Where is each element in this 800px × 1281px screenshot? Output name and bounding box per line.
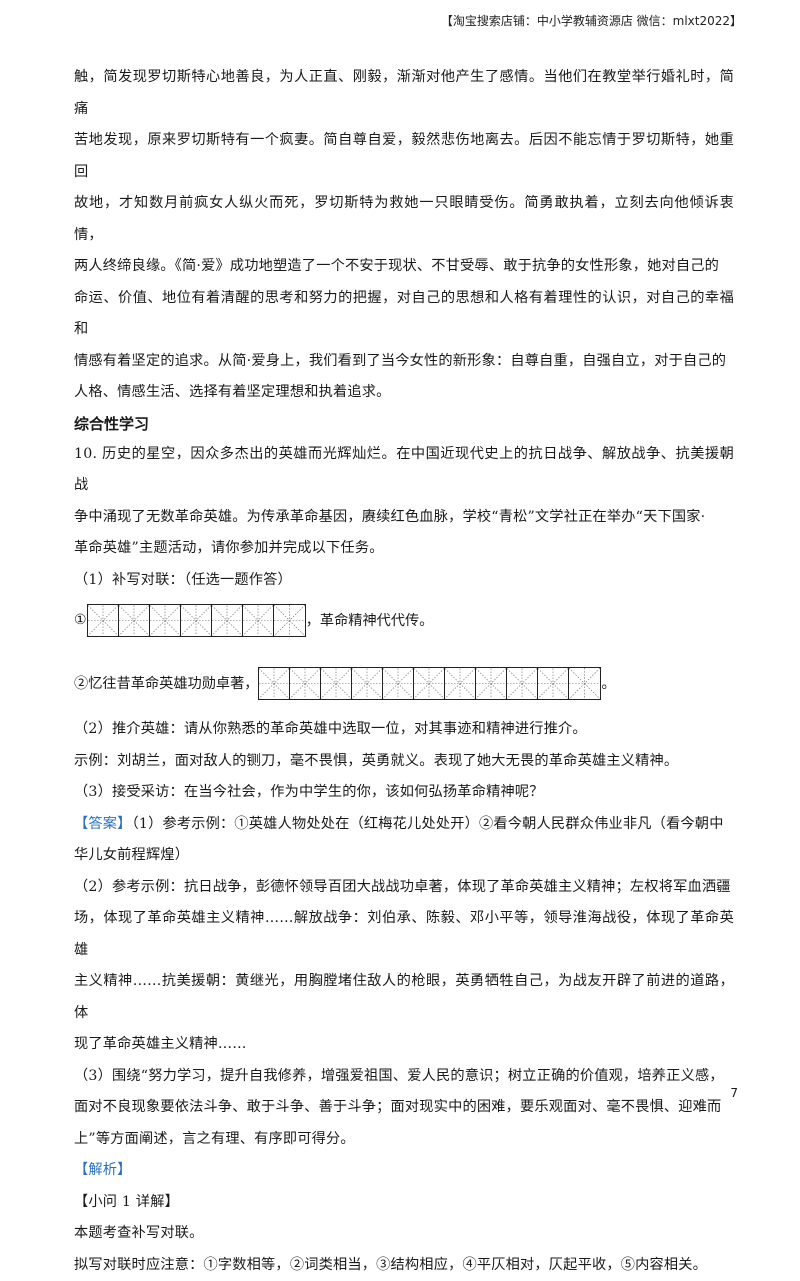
answer-2-line: 主义精神……抗美援朝：黄继光，用胸膛堵住敌人的枪眼，英勇牺牲自己，为战友开辟了前…	[74, 966, 734, 1029]
answer-2-line: 场，体现了革命英雄主义精神……解放战争：刘伯承、陈毅、邓小平等，领导淮海战役，体…	[74, 903, 734, 966]
writing-grid-2[interactable]	[258, 667, 601, 700]
grid-cell[interactable]	[212, 605, 243, 636]
page-header: 【淘宝搜索店铺：中小学教辅资源店 微信：mlxt2022】	[441, 12, 742, 29]
couplet-1-prefix: ①	[74, 612, 87, 628]
text-line: 触，简发现罗切斯特心地善良，为人正直、刚毅，渐渐对他产生了感情。当他们在教堂举行…	[74, 62, 734, 125]
grid-cell[interactable]	[445, 668, 476, 699]
couplet-1-suffix: ，革命精神代代传。	[306, 610, 434, 630]
writing-grid-1[interactable]	[87, 604, 306, 637]
text-line: 苦地发现，原来罗切斯特有一个疯妻。简自尊自爱，毅然悲伤地离去。后因不能忘情于罗切…	[74, 125, 734, 188]
grid-cell[interactable]	[321, 668, 352, 699]
text-line: 两人终缔良缘。《简·爱》成功地塑造了一个不安于现状、不甘受辱、敢于抗争的女性形象…	[74, 251, 734, 283]
document-body: 触，简发现罗切斯特心地善良，为人正直、刚毅，渐渐对他产生了感情。当他们在教堂举行…	[74, 62, 734, 1281]
section-title: 综合性学习	[74, 409, 734, 439]
grid-cell[interactable]	[181, 605, 212, 636]
grid-cell[interactable]	[259, 668, 290, 699]
grid-cell[interactable]	[243, 605, 274, 636]
answer-2-line: （2）参考示例：抗日战争，彭德怀领导百团大战战功卓著，体现了革命英雄主义精神；左…	[74, 872, 734, 904]
text-line: 革命英雄”主题活动，请你参加并完成以下任务。	[74, 533, 734, 565]
example: 示例：刘胡兰，面对敌人的铡刀，毫不畏惧，英勇就义。表现了她大无畏的革命英雄主义精…	[74, 746, 734, 778]
grid-cell[interactable]	[352, 668, 383, 699]
text-line: 10. 历史的星空，因众多杰出的英雄而光辉灿烂。在中国近现代史上的抗日战争、解放…	[74, 439, 734, 502]
text-line: 人格、情感生活、选择有着坚定理想和执着追求。	[74, 377, 734, 409]
grid-cell[interactable]	[476, 668, 507, 699]
page-number: 7	[730, 1086, 738, 1100]
text-line: 命运、价值、地位有着清醒的思考和努力的把握，对自己的思想和人格有着理性的认识，对…	[74, 283, 734, 346]
grid-cell[interactable]	[414, 668, 445, 699]
answer-label: 【答案】	[74, 816, 132, 832]
answer-3-line: 面对不良现象要依法斗争、敢于斗争、善于斗争；面对现实中的困难，要乐观面对、毫不畏…	[74, 1092, 734, 1124]
task-1: （1）补写对联：（任选一题作答）	[74, 565, 734, 597]
analysis-line: 本题考查补写对联。	[74, 1218, 734, 1250]
answer-3-line: 上”等方面阐述，言之有理、有序即可得分。	[74, 1124, 734, 1156]
grid-cell[interactable]	[150, 605, 181, 636]
sub-question-label: 【小问 1 详解】	[74, 1187, 734, 1219]
answer-block: 【答案】（1）参考示例：①英雄人物处处在（红梅花儿处处开）②看今朝人民群众伟业非…	[74, 809, 734, 1156]
analysis-line: 拟写对联时应注意：①字数相等，②词类相当，③结构相应，④平仄相对，仄起平收，⑤内…	[74, 1250, 734, 1281]
grid-cell[interactable]	[290, 668, 321, 699]
answer-1-line: 华儿女前程辉煌）	[74, 840, 734, 872]
grid-cell[interactable]	[538, 668, 569, 699]
top-paragraph: 触，简发现罗切斯特心地善良，为人正直、刚毅，渐渐对他产生了感情。当他们在教堂举行…	[74, 62, 734, 409]
grid-cell[interactable]	[119, 605, 150, 636]
text-line: 争中涌现了无数革命英雄。为传承革命基因，赓续红色血脉，学校“青松”文学社正在举办…	[74, 502, 734, 534]
grid-cell[interactable]	[274, 605, 305, 636]
couplet-1-row: ① ，革命精神代代传。	[74, 598, 734, 642]
text-line: 故地，才知数月前疯女人纵火而死，罗切斯特为救她一只眼睛受伤。简勇敢执着，立刻去向…	[74, 188, 734, 251]
answer-2-line: 现了革命英雄主义精神……	[74, 1029, 734, 1061]
analysis-label: 【解析】	[74, 1155, 734, 1187]
task-2: （2）推介英雄：请从你熟悉的革命英雄中选取一位，对其事迹和精神进行推介。	[74, 714, 734, 746]
task-3: （3）接受采访：在当今社会，作为中学生的你，该如何弘扬革命精神呢？	[74, 777, 734, 809]
couplet-2-prefix: ②忆往昔革命英雄功勋卓著，	[74, 673, 258, 693]
grid-cell[interactable]	[88, 605, 119, 636]
grid-cell[interactable]	[383, 668, 414, 699]
couplet-2-row: ②忆往昔革命英雄功勋卓著， 。	[74, 656, 734, 710]
answer-1-line: 【答案】（1）参考示例：①英雄人物处处在（红梅花儿处处开）②看今朝人民群众伟业非…	[74, 809, 734, 841]
grid-cell[interactable]	[569, 668, 600, 699]
text-line: 情感有着坚定的追求。从简·爱身上，我们看到了当今女性的新形象：自尊自重，自强自立…	[74, 346, 734, 378]
question-10: 10. 历史的星空，因众多杰出的英雄而光辉灿烂。在中国近现代史上的抗日战争、解放…	[74, 439, 734, 565]
answer-3-line: （3）围绕“努力学习，提升自我修养，增强爱祖国、爱人民的意识；树立正确的价值观，…	[74, 1061, 734, 1093]
grid-cell[interactable]	[507, 668, 538, 699]
couplet-2-suffix: 。	[601, 673, 615, 693]
